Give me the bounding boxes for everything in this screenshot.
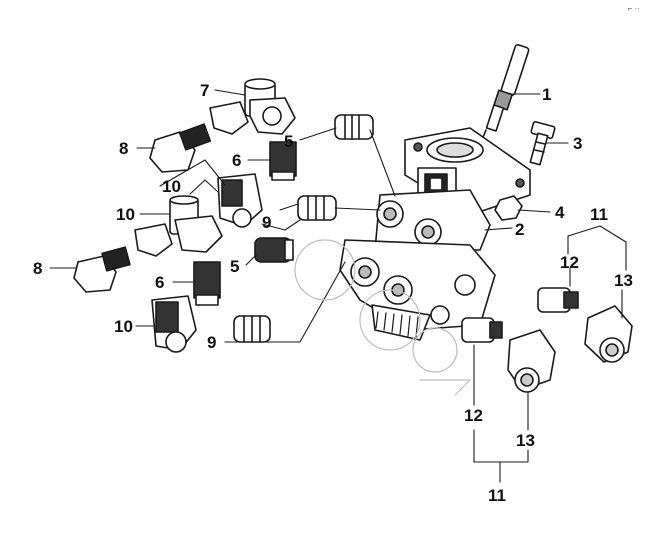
callout-5-upper: 5 [284, 132, 294, 151]
callout-10-top: 10 [162, 177, 181, 196]
part-12-fitting-bottom [461, 317, 503, 343]
part-5-fitting-upper [334, 114, 374, 140]
callout-10-middle: 10 [116, 205, 135, 224]
part-4-nut [494, 195, 523, 221]
part-7-elbow-top [209, 78, 296, 135]
part-1-sensor-probe [477, 44, 530, 151]
part-10-elbow-middle [134, 173, 263, 257]
part-9-fitting-lower [233, 315, 271, 343]
part-2-valve-body [339, 127, 531, 341]
part-6-fitting-upper [269, 141, 297, 181]
callout-13-bottom: 13 [516, 431, 535, 450]
callout-11-right: 11 [590, 205, 608, 224]
corner-mark: ⌐ ·· [627, 4, 640, 13]
callout-12-right: 12 [560, 253, 579, 272]
callout-11-bottom: 11 [488, 486, 506, 505]
callout-8-upper: 8 [119, 139, 129, 158]
callout-3: 3 [573, 134, 583, 153]
callout-2: 2 [515, 220, 525, 239]
part-13-elbow-right [584, 305, 633, 363]
callout-6-lower: 6 [155, 273, 165, 292]
callout-4: 4 [555, 203, 565, 222]
callout-5-lower: 5 [230, 257, 240, 276]
part-8-fitting-lower [73, 246, 131, 293]
watermark [294, 239, 471, 396]
part-10-elbow-lower [151, 295, 197, 353]
callout-12-bottom: 12 [464, 406, 483, 425]
part-12-fitting-right [537, 287, 579, 313]
part-6-fitting-lower [193, 261, 221, 306]
callout-13-right: 13 [614, 271, 633, 290]
part-13-elbow-bottom [507, 329, 556, 393]
callout-8-lower: 8 [33, 259, 43, 278]
callout-10-bottom: 10 [114, 317, 133, 336]
part-5-fitting-middle [254, 237, 294, 263]
callout-9-lower: 9 [207, 333, 217, 352]
leader-lines [49, 89, 627, 483]
part-9-fitting-middle [297, 195, 337, 221]
callout-1: 1 [542, 85, 552, 104]
callout-7: 7 [200, 81, 210, 100]
part-3-bolt [529, 121, 556, 166]
callout-6-upper: 6 [232, 151, 242, 170]
callout-9-upper: 9 [262, 213, 272, 232]
part-8-fitting-upper [149, 123, 212, 173]
